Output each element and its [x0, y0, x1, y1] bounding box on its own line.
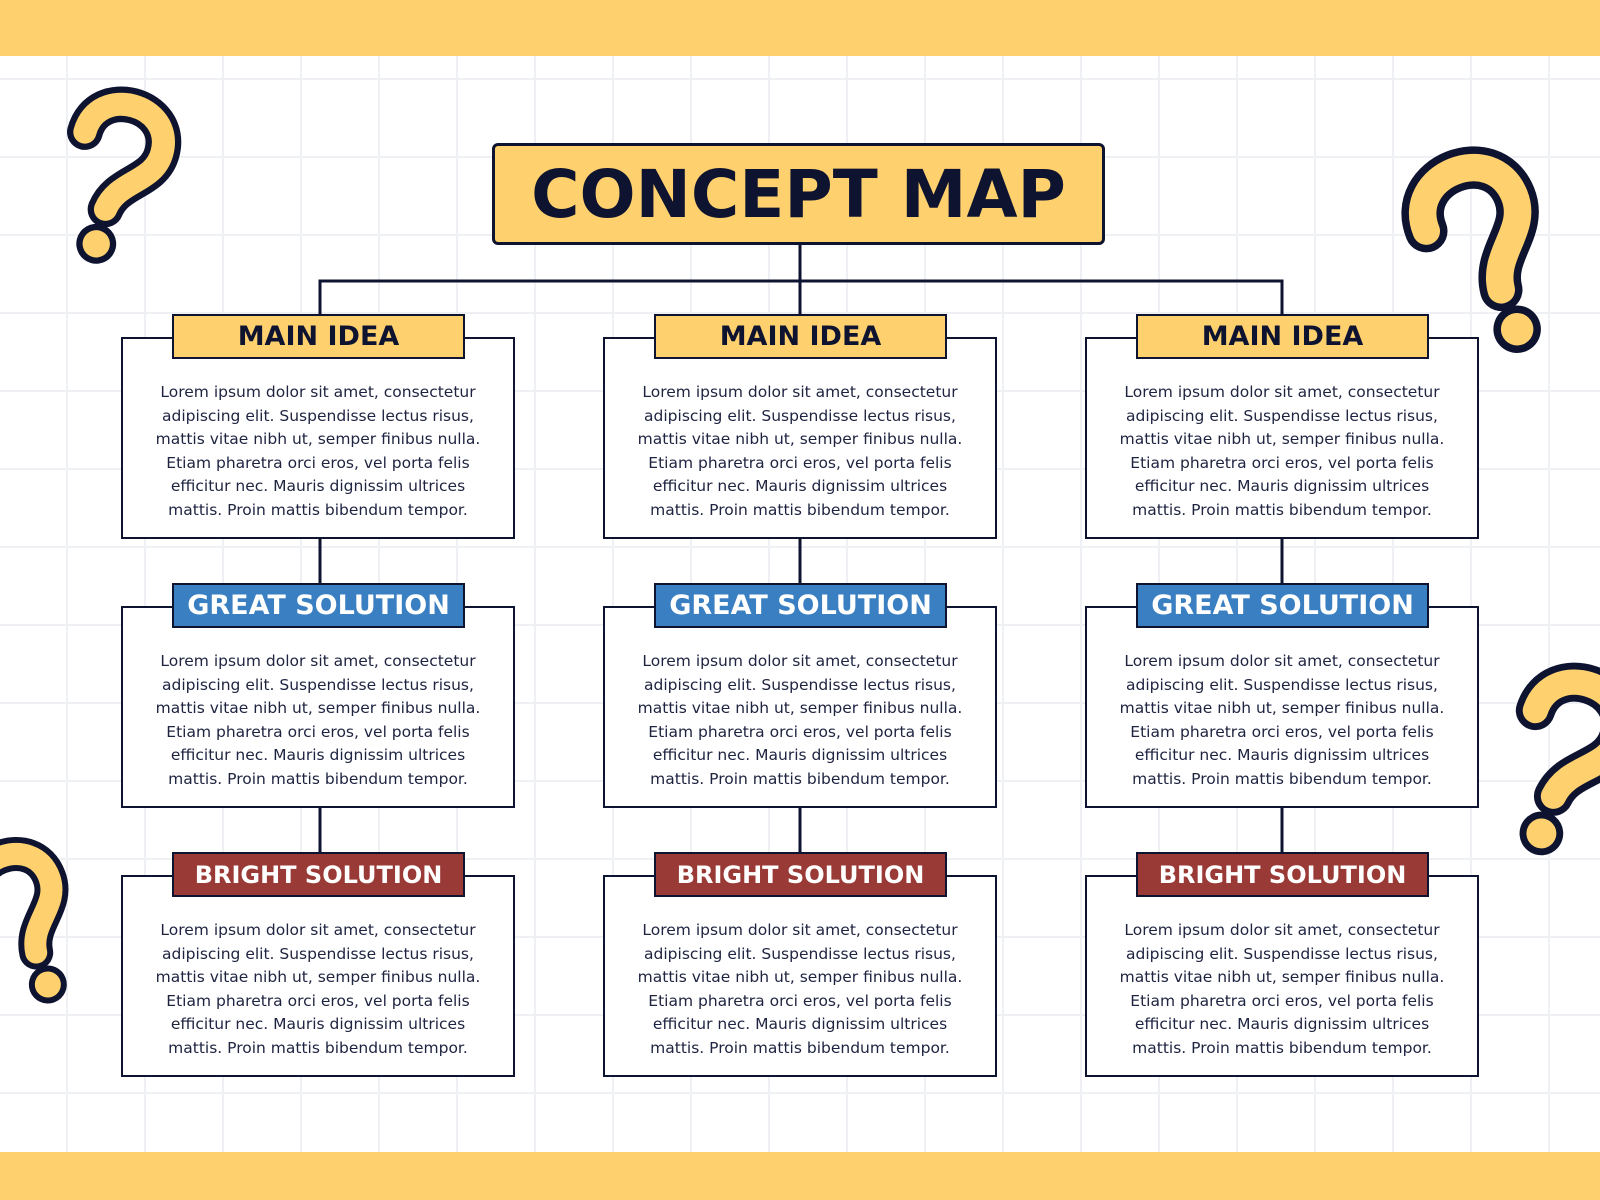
main-idea-label-2: MAIN IDEA	[654, 314, 947, 359]
great-solution-card-3: Lorem ipsum dolor sit amet, consectetur …	[1085, 606, 1479, 808]
question-mark-icon	[1401, 146, 1541, 353]
main-idea-text-2: Lorem ipsum dolor sit amet, consectetur …	[637, 383, 963, 519]
main-idea-card-1: Lorem ipsum dolor sit amet, consectetur …	[121, 337, 515, 539]
great-solution-label-2: GREAT SOLUTION	[654, 583, 947, 628]
main-idea-text-3: Lorem ipsum dolor sit amet, consectetur …	[1119, 383, 1445, 519]
great-solution-text-2: Lorem ipsum dolor sit amet, consectetur …	[637, 652, 963, 788]
great-solution-text-3: Lorem ipsum dolor sit amet, consectetur …	[1119, 652, 1445, 788]
bright-solution-card-2: Lorem ipsum dolor sit amet, consectetur …	[603, 875, 997, 1077]
bright-solution-label-2: BRIGHT SOLUTION	[654, 852, 947, 897]
main-idea-text-1: Lorem ipsum dolor sit amet, consectetur …	[155, 383, 481, 519]
concept-map-title: CONCEPT MAP	[492, 143, 1105, 245]
top-banner	[0, 0, 1600, 56]
great-solution-card-1: Lorem ipsum dolor sit amet, consectetur …	[121, 606, 515, 808]
question-mark-icon	[67, 86, 182, 264]
great-solution-label-3: GREAT SOLUTION	[1136, 583, 1429, 628]
main-idea-label-1: MAIN IDEA	[172, 314, 465, 359]
main-idea-card-3: Lorem ipsum dolor sit amet, consectetur …	[1085, 337, 1479, 539]
bright-solution-label-3: BRIGHT SOLUTION	[1136, 852, 1429, 897]
question-mark-icon	[1515, 662, 1600, 856]
bottom-banner	[0, 1152, 1600, 1200]
main-idea-label-3: MAIN IDEA	[1136, 314, 1429, 359]
bright-solution-label-1: BRIGHT SOLUTION	[172, 852, 465, 897]
great-solution-text-1: Lorem ipsum dolor sit amet, consectetur …	[155, 652, 481, 788]
bright-solution-card-3: Lorem ipsum dolor sit amet, consectetur …	[1085, 875, 1479, 1077]
question-mark-icon	[0, 837, 69, 1004]
bright-solution-text-1: Lorem ipsum dolor sit amet, consectetur …	[155, 921, 481, 1057]
great-solution-label-1: GREAT SOLUTION	[172, 583, 465, 628]
main-idea-card-2: Lorem ipsum dolor sit amet, consectetur …	[603, 337, 997, 539]
great-solution-card-2: Lorem ipsum dolor sit amet, consectetur …	[603, 606, 997, 808]
bright-solution-text-3: Lorem ipsum dolor sit amet, consectetur …	[1119, 921, 1445, 1057]
bright-solution-text-2: Lorem ipsum dolor sit amet, consectetur …	[637, 921, 963, 1057]
bright-solution-card-1: Lorem ipsum dolor sit amet, consectetur …	[121, 875, 515, 1077]
